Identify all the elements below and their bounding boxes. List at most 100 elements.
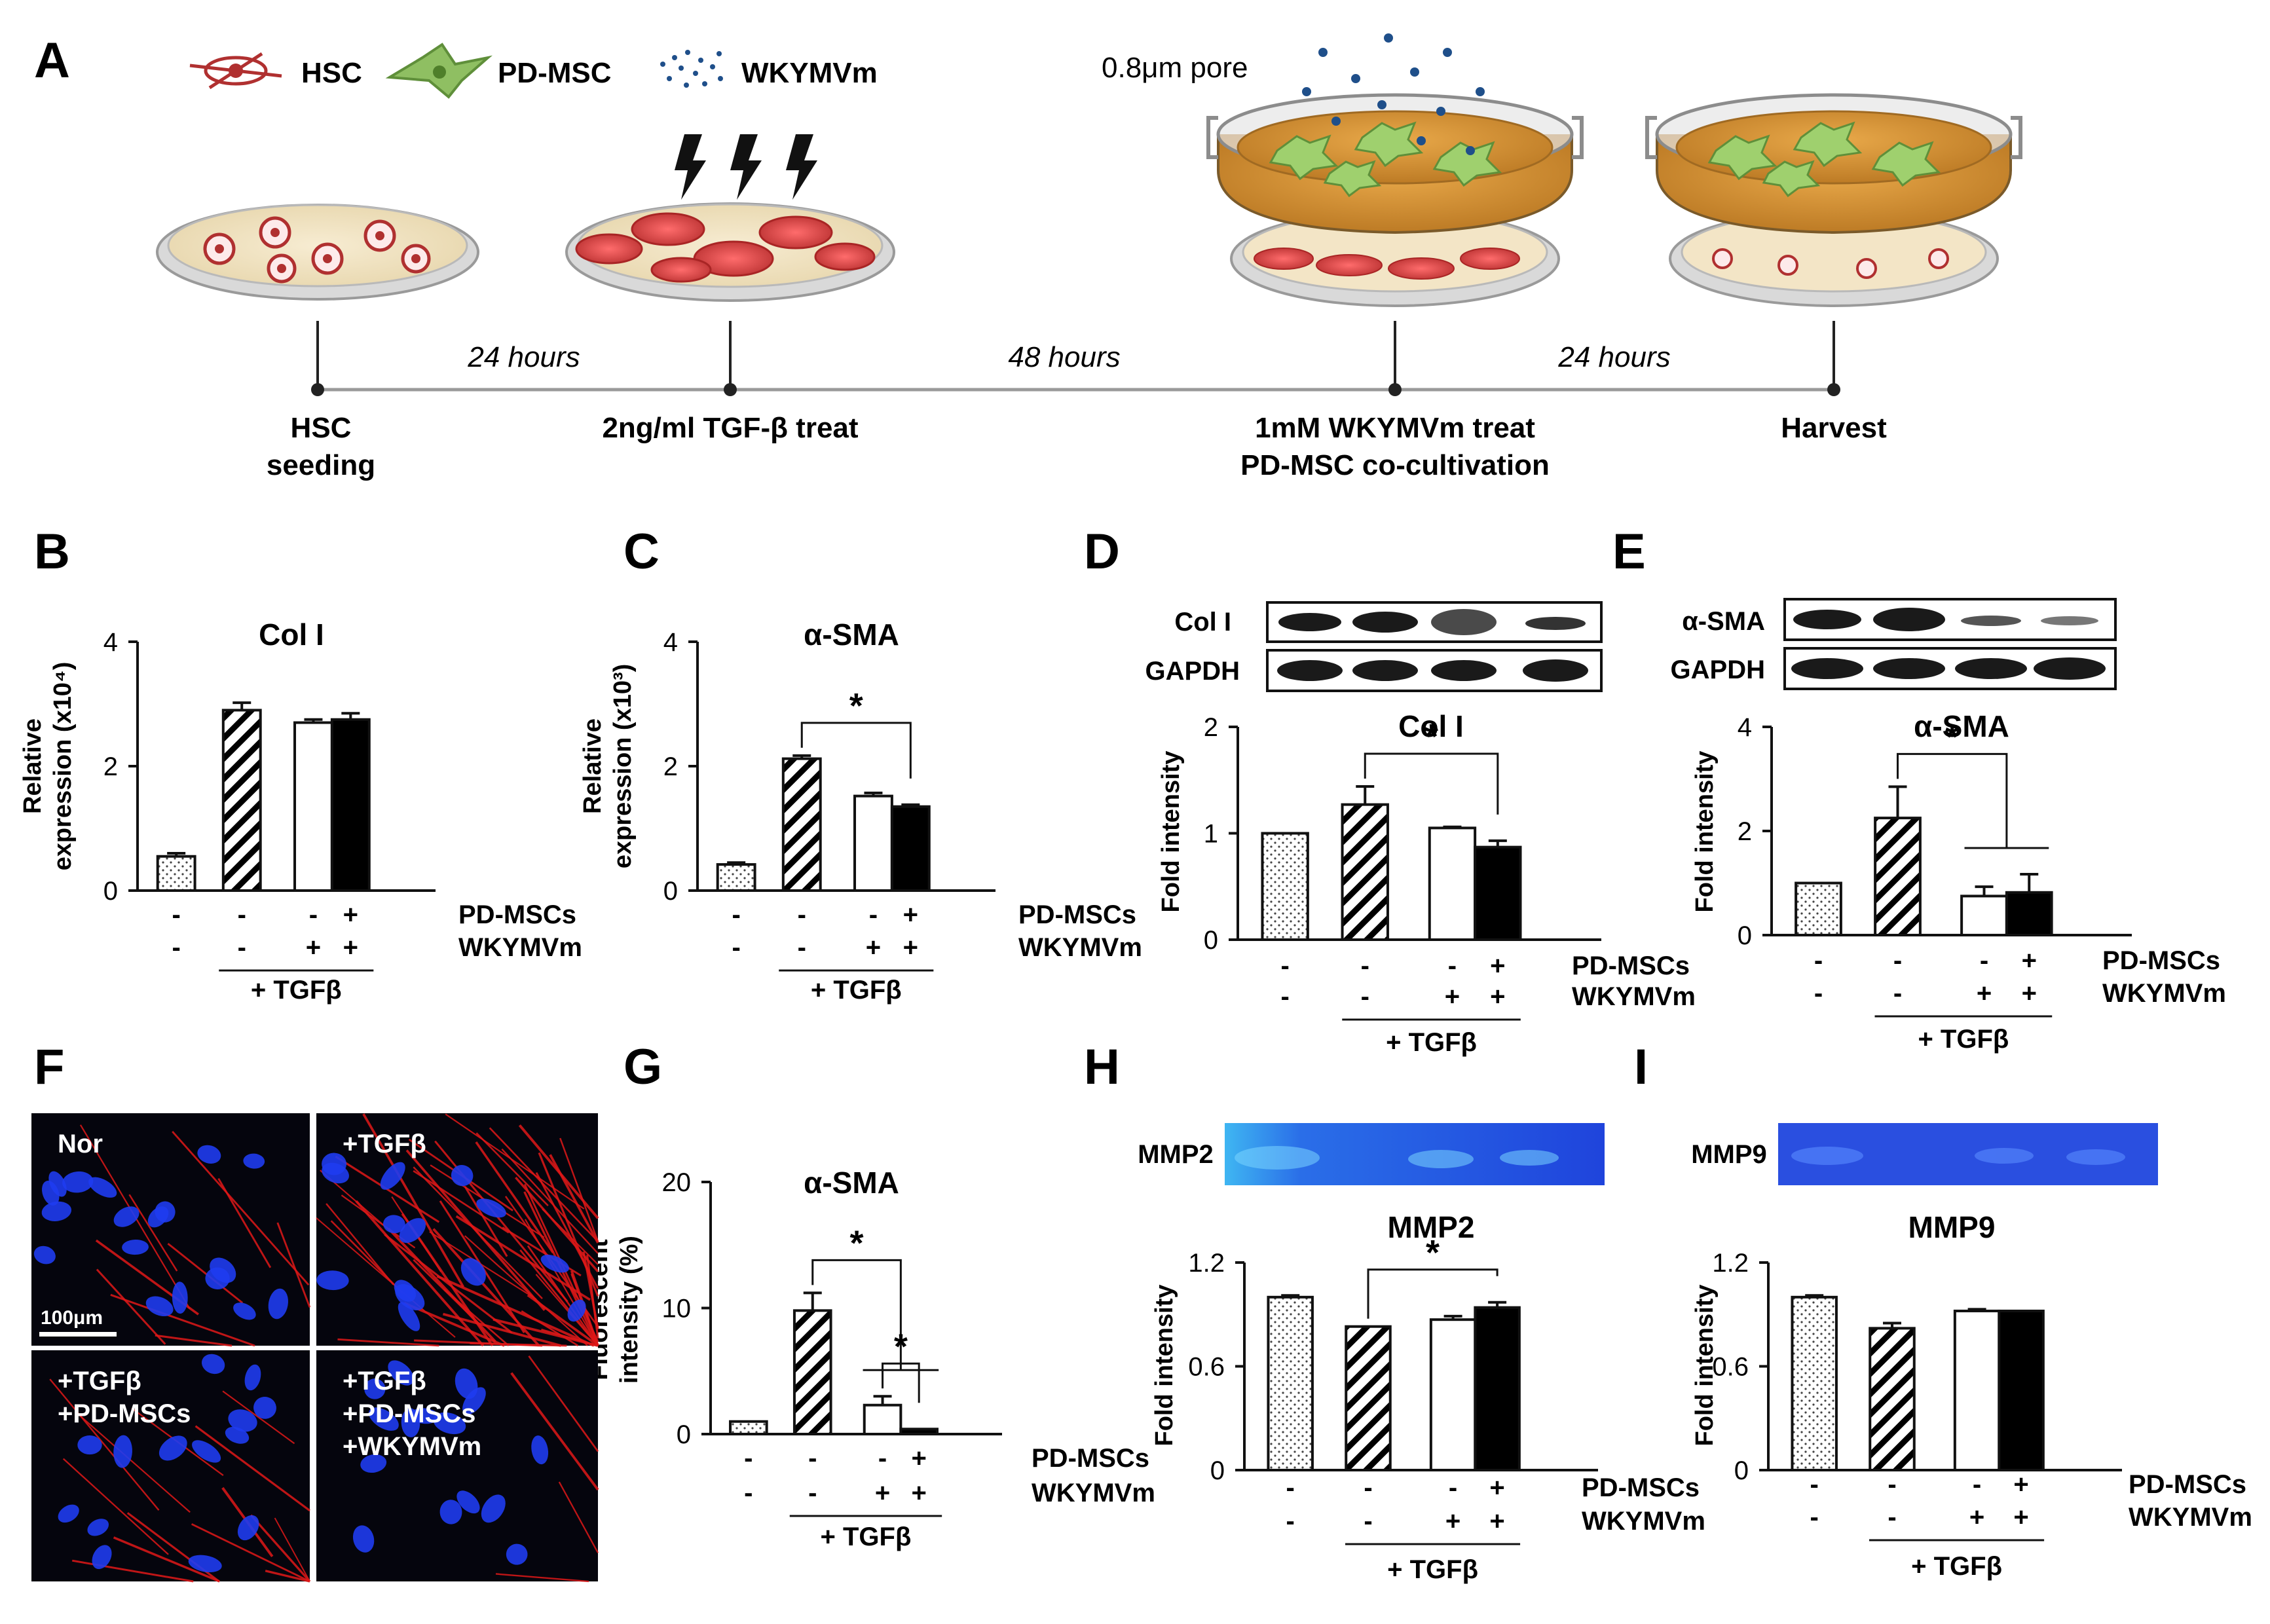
condition-wk: + <box>1445 982 1460 1011</box>
condition-wk: + <box>343 933 358 962</box>
panel-letter: C <box>623 524 660 580</box>
y-tick-label: 1.2 <box>1188 1249 1225 1278</box>
condition-pd: - <box>744 1444 753 1473</box>
legend-pd-msc: PD-MSC <box>498 57 612 89</box>
tgf-label: + TGFβ <box>1918 1025 2009 1054</box>
y-tick-label: 4 <box>1738 713 1752 742</box>
panel-letter: D <box>1084 524 1120 580</box>
culture-dish-hsc <box>156 204 479 301</box>
transwell-harvest <box>1645 93 2022 307</box>
condition-wk: + <box>911 1479 926 1507</box>
condition-wk: + <box>875 1479 890 1507</box>
y-tick-label: 0 <box>1204 926 1218 955</box>
bar <box>853 794 893 892</box>
y-tick-label: 4 <box>663 628 678 657</box>
condition-pd: + <box>911 1444 926 1473</box>
condition-wk: - <box>744 1479 753 1507</box>
condition-wk: + <box>306 933 321 962</box>
bar <box>2005 891 2053 937</box>
condition-pd: - <box>1280 951 1289 980</box>
bar <box>1791 1295 1838 1472</box>
condition-wk-label: WKYMVm <box>1018 933 1142 962</box>
significance-bracket <box>1364 752 1499 815</box>
condition-pd: - <box>309 900 318 929</box>
condition-wk-label: WKYMVm <box>458 933 582 962</box>
gel-i-label: MMP9 <box>1691 1140 1767 1169</box>
condition-pd: - <box>1364 1473 1372 1502</box>
tgf-label: + TGFβ <box>1386 1028 1477 1057</box>
condition-wk: + <box>2013 1503 2028 1532</box>
interval-1: 24 hours <box>467 341 580 373</box>
interval-2: 48 hours <box>1008 341 1120 373</box>
condition-pd: - <box>1973 1470 1981 1499</box>
significance-mark: * <box>1424 717 1438 756</box>
chart-title: α-SMA <box>804 618 899 652</box>
condition-wk: + <box>1490 982 1505 1011</box>
transwell-coculture <box>1206 33 1584 307</box>
micrograph-2: +TGFβ <box>316 1113 599 1347</box>
condition-pd-label: PD-MSCs <box>2129 1470 2246 1499</box>
pore-label: 0.8μm pore <box>1102 52 1248 84</box>
bar <box>1267 1295 1314 1472</box>
step-wkymvm-line2: PD-MSC co-cultivation <box>1240 449 1550 481</box>
blot-e-top-label: α-SMA <box>1682 607 1765 636</box>
significance-bracket <box>1897 752 2008 848</box>
timeline-markers <box>311 383 1840 396</box>
bar <box>729 1420 768 1435</box>
condition-pd: - <box>1448 951 1457 980</box>
bar <box>1428 826 1477 941</box>
bar <box>1953 1309 2001 1472</box>
significance-bracket <box>800 722 912 779</box>
condition-pd: - <box>1361 951 1369 980</box>
scale-bar-label: 100μm <box>41 1307 103 1329</box>
condition-pd-label: PD-MSCs <box>1032 1444 1149 1473</box>
wkymvm-dots-icon <box>660 50 723 88</box>
lightning-bolt-icons <box>675 134 817 200</box>
chart-title: α-SMA <box>1914 709 2009 743</box>
y-tick-label: 1.2 <box>1712 1249 1749 1278</box>
y-tick-label: 0.6 <box>1712 1353 1749 1382</box>
condition-wk: - <box>1361 982 1369 1011</box>
condition-pd: - <box>172 900 180 929</box>
culture-dish-activated <box>565 202 895 302</box>
pd-msc-cell-icon <box>385 43 493 99</box>
blot-d-top-label: Col I <box>1174 608 1231 637</box>
y-tick-label: 0.6 <box>1188 1353 1225 1382</box>
condition-wk: - <box>172 933 180 962</box>
bar <box>792 1309 832 1435</box>
panel-letter: E <box>1612 524 1646 580</box>
condition-wk: + <box>903 933 918 962</box>
bar <box>1998 1309 2045 1472</box>
y-tick-label: 0 <box>1738 921 1752 950</box>
condition-pd: - <box>878 1444 887 1473</box>
western-blot-e: α-SMA GAPDH <box>1671 598 2117 690</box>
panel-letter: G <box>623 1039 662 1095</box>
micrograph-label: +PD-MSCs <box>343 1399 475 1428</box>
condition-pd: + <box>903 900 918 929</box>
condition-wk: - <box>798 933 806 962</box>
chart-title: Col I <box>259 618 324 652</box>
significance-mark: * <box>850 1223 864 1263</box>
condition-wk: + <box>1445 1507 1461 1536</box>
bar <box>1795 881 1842 936</box>
condition-wk: + <box>1969 1503 1984 1532</box>
y-tick-label: 2 <box>1738 817 1752 846</box>
y-tick-label: 1 <box>1204 820 1218 849</box>
wkymvm-particles <box>1302 33 1485 155</box>
y-tick-label: 4 <box>103 628 118 657</box>
step-harvest: Harvest <box>1781 412 1887 444</box>
condition-pd: + <box>343 900 358 929</box>
panel-f-micrographs: F Nor+TGFβ+TGFβ+PD-MSCs+TGFβ+PD-MSCs+WKY… <box>31 1039 599 1583</box>
condition-pd: - <box>1449 1473 1457 1502</box>
condition-pd: - <box>1893 946 1902 975</box>
interval-3: 24 hours <box>1557 341 1670 373</box>
condition-wk-label: WKYMVm <box>1572 982 1696 1011</box>
significance-mark: * <box>1426 1233 1440 1272</box>
bar <box>890 805 931 892</box>
condition-pd-label: PD-MSCs <box>1582 1473 1700 1502</box>
